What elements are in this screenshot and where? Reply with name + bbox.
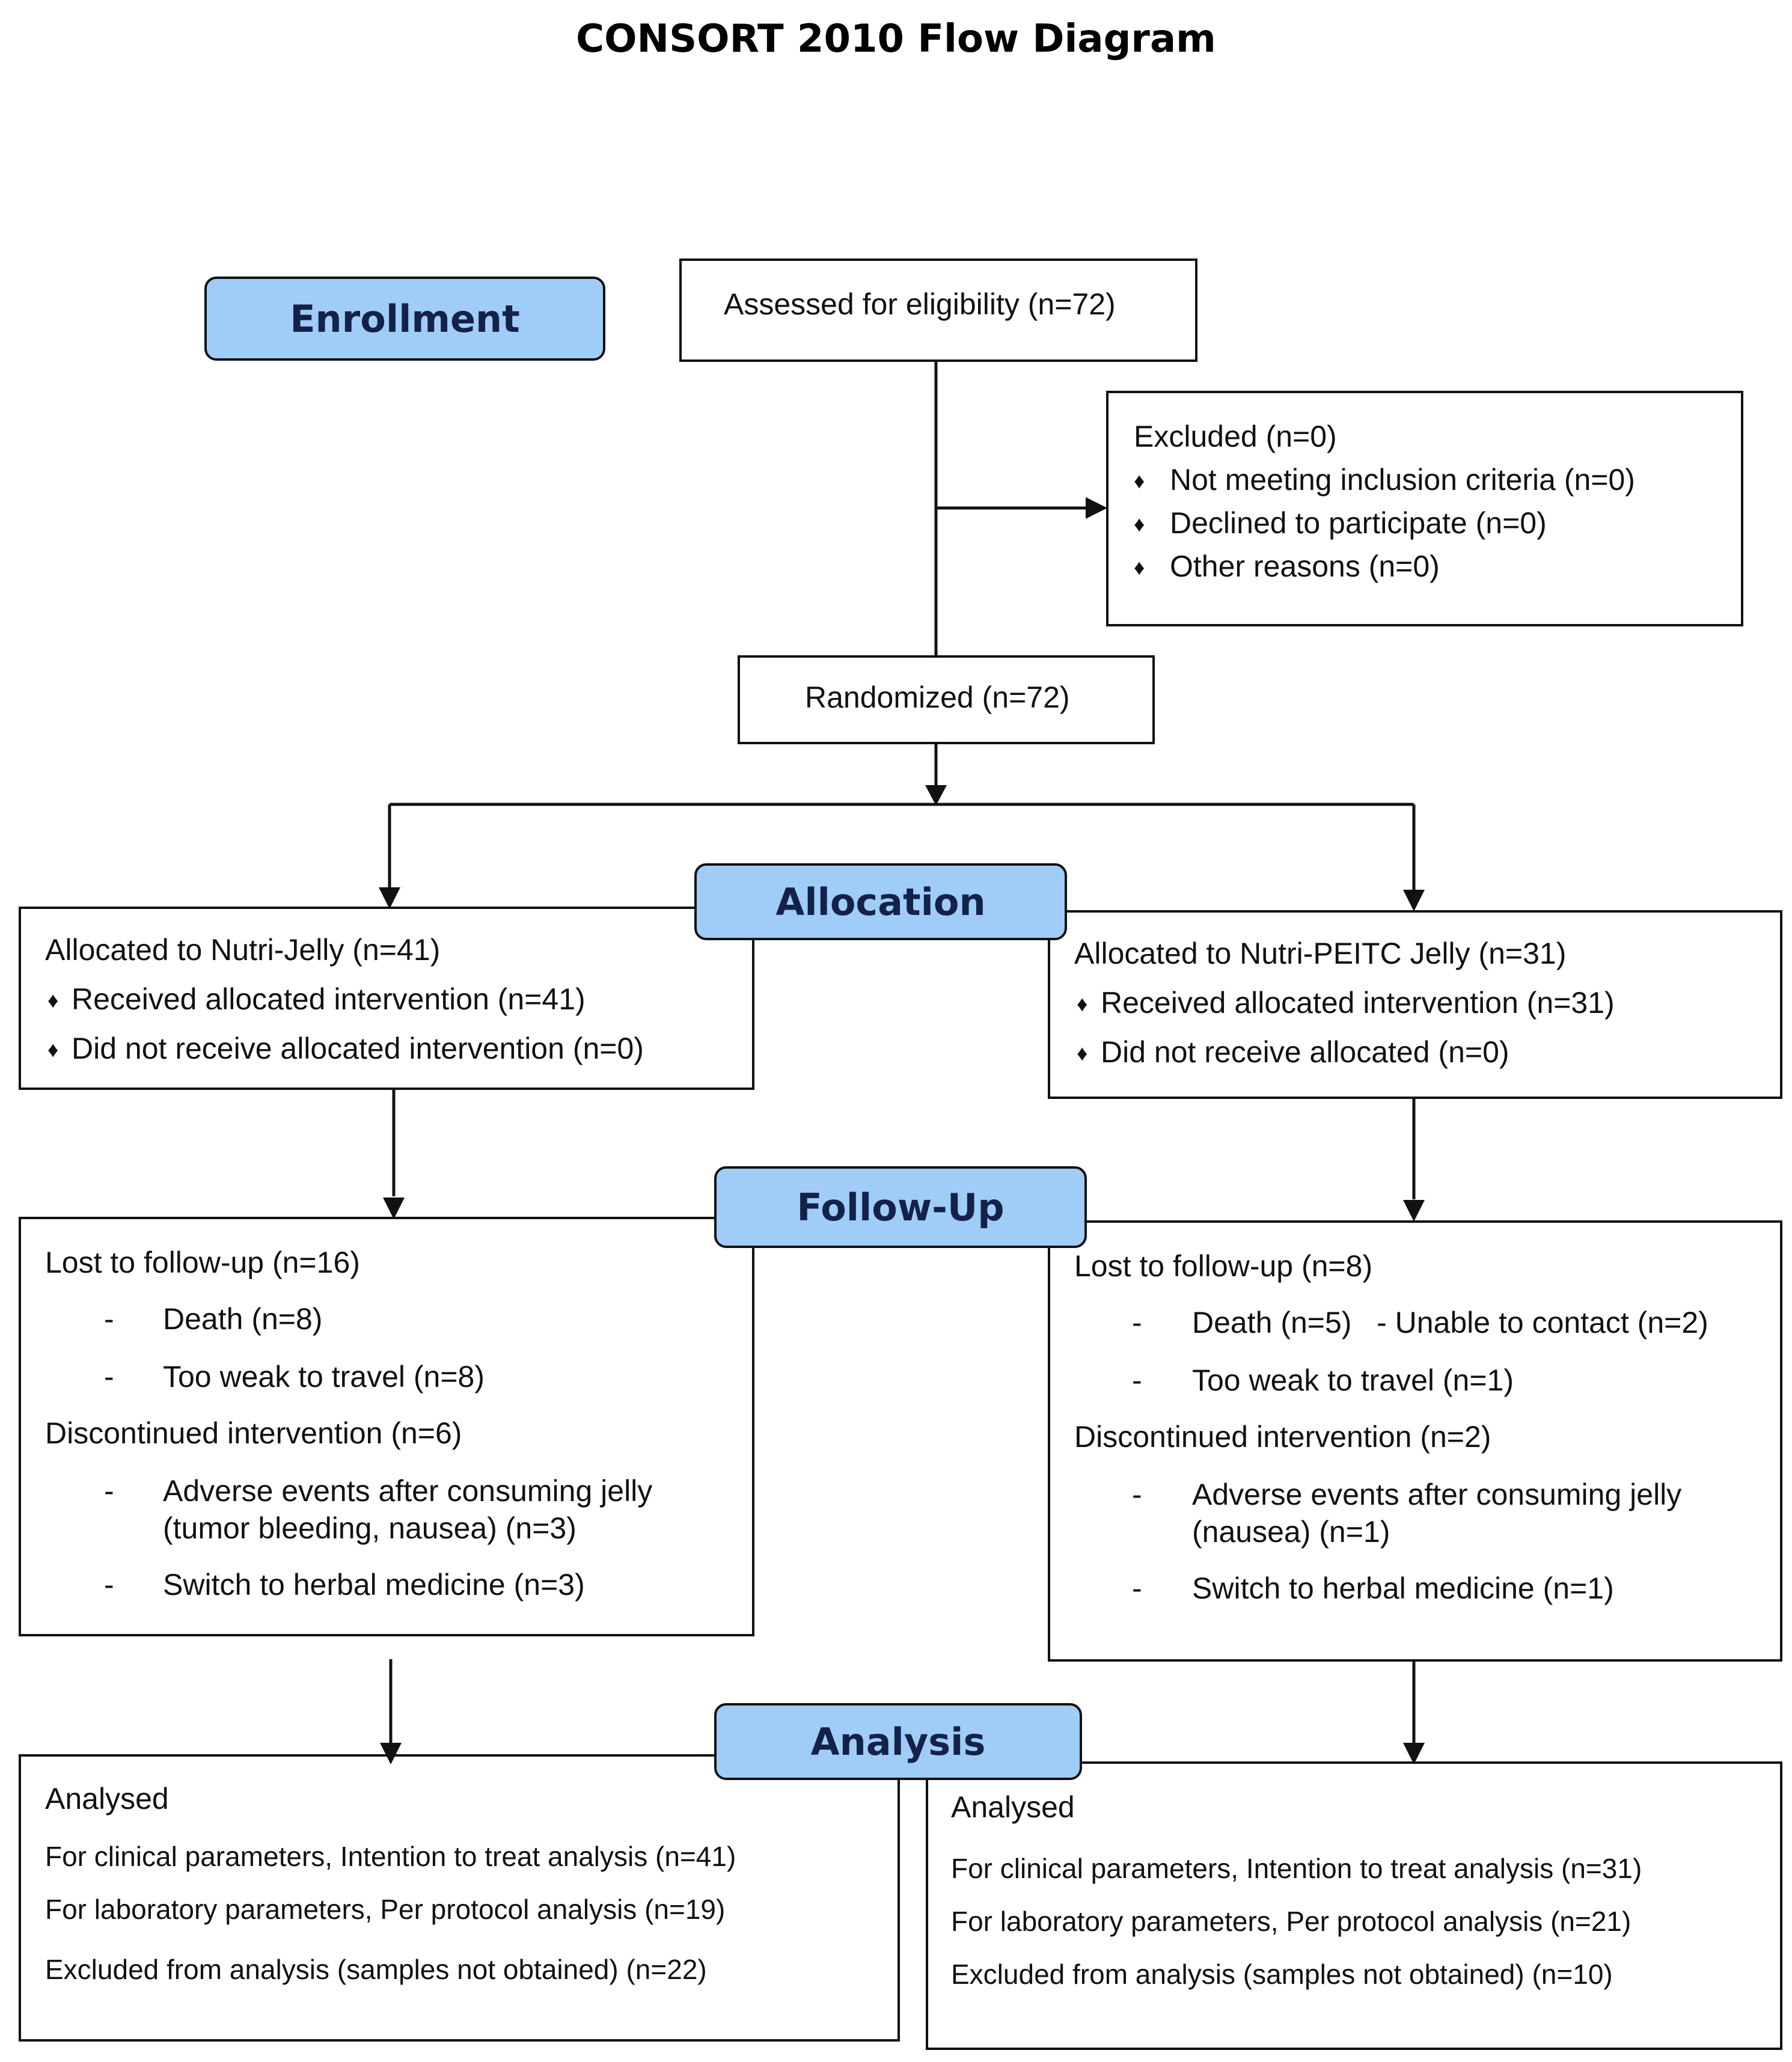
arrowhead-right-follow <box>1403 1200 1425 1222</box>
diagram-title: CONSORT 2010 Flow Diagram <box>576 17 1216 61</box>
stage-analysis: Analysis <box>714 1703 1082 1780</box>
stage-enrollment: Enrollment <box>204 277 605 361</box>
arrowhead-left-analysis <box>380 1743 402 1764</box>
follow-right-lost: Lost to follow-up (n=8) <box>1074 1249 1373 1283</box>
bullet-icon: ♦ <box>1077 1041 1088 1065</box>
excluded-item: Not meeting inclusion criteria (n=0) <box>1170 463 1635 497</box>
follow-left-disc-item-cont: (tumor bleeding, nausea) (n=3) <box>163 1511 576 1545</box>
follow-right-lost-item: Death (n=5) - Unable to contact (n=2) <box>1192 1306 1708 1339</box>
bullet-icon: ♦ <box>47 988 59 1012</box>
stage-enrollment-label: Enrollment <box>290 296 520 341</box>
arrowhead-right-analysis <box>1403 1743 1425 1764</box>
bullet-icon: ♦ <box>1134 555 1145 580</box>
allocation-left-box: Allocated to Nutri-Jelly (n=41) ♦ Receiv… <box>19 907 754 1090</box>
analysis-right-box: Analysed For clinical parameters, Intent… <box>926 1761 1782 2050</box>
assessed-box: Assessed for eligibility (n=72) <box>679 259 1197 362</box>
analysis-left-title: Analysed <box>45 1782 169 1816</box>
follow-left-discontinued: Discontinued intervention (n=6) <box>45 1416 462 1450</box>
dash-marker: - <box>104 1474 114 1508</box>
analysis-right-title: Analysed <box>951 1790 1075 1824</box>
follow-left-disc-item: Adverse events after consuming jelly <box>163 1474 653 1508</box>
assessed-text: Assessed for eligibility (n=72) <box>724 287 1116 321</box>
arrowhead-left-alloc <box>379 887 400 909</box>
bullet-icon: ♦ <box>1134 468 1145 493</box>
follow-right-disc-item: Switch to herbal medicine (n=1) <box>1192 1571 1614 1605</box>
allocation-right-item: Did not receive allocated (n=0) <box>1101 1035 1509 1069</box>
bullet-icon: ♦ <box>1077 991 1088 1016</box>
excluded-title: Excluded (n=0) <box>1134 420 1337 453</box>
follow-up-left-box: Lost to follow-up (n=16) - Death (n=8) -… <box>19 1217 754 1636</box>
analysis-left-item: For laboratory parameters, Per protocol … <box>45 1894 726 1925</box>
excluded-item: Declined to participate (n=0) <box>1170 506 1547 540</box>
allocation-left-item: Received allocated intervention (n=41) <box>72 982 586 1016</box>
analysis-right-item: Excluded from analysis (samples not obta… <box>951 1959 1613 1990</box>
dash-marker: - <box>1132 1363 1142 1397</box>
analysis-left-box: Analysed For clinical parameters, Intent… <box>19 1754 900 2042</box>
analysis-right-item: For laboratory parameters, Per protocol … <box>951 1906 1631 1937</box>
arrowhead-randomized <box>925 785 947 806</box>
excluded-box: Excluded (n=0) ♦ Not meeting inclusion c… <box>1106 391 1743 626</box>
dash-marker: - <box>1132 1306 1142 1339</box>
allocation-right-box: Allocated to Nutri-PEITC Jelly (n=31) ♦ … <box>1048 910 1782 1099</box>
stage-follow-up-label: Follow-Up <box>797 1185 1005 1229</box>
dash-marker: - <box>104 1360 114 1394</box>
follow-up-right-box: Lost to follow-up (n=8) - Death (n=5) - … <box>1048 1220 1782 1662</box>
dash-marker: - <box>1132 1571 1142 1605</box>
analysis-left-item: For clinical parameters, Intention to tr… <box>45 1841 736 1872</box>
allocation-left-title: Allocated to Nutri-Jelly (n=41) <box>45 933 441 967</box>
stage-allocation-label: Allocation <box>775 880 986 924</box>
follow-right-discontinued: Discontinued intervention (n=2) <box>1074 1420 1491 1454</box>
randomized-text: Randomized (n=72) <box>805 681 1070 714</box>
arrowhead-left-follow <box>383 1198 405 1219</box>
stage-follow-up: Follow-Up <box>714 1166 1087 1248</box>
allocation-right-title: Allocated to Nutri-PEITC Jelly (n=31) <box>1074 937 1567 970</box>
follow-right-disc-item: Adverse events after consuming jelly <box>1192 1478 1682 1511</box>
follow-left-lost: Lost to follow-up (n=16) <box>45 1246 360 1279</box>
stage-allocation: Allocation <box>694 863 1067 940</box>
arrowhead-right-alloc <box>1403 890 1425 911</box>
follow-left-lost-item: Too weak to travel (n=8) <box>163 1360 485 1394</box>
analysis-right-item: For clinical parameters, Intention to tr… <box>951 1853 1642 1884</box>
bullet-icon: ♦ <box>47 1037 59 1062</box>
excluded-item: Other reasons (n=0) <box>1170 549 1440 583</box>
analysis-left-item: Excluded from analysis (samples not obta… <box>45 1954 707 1985</box>
dash-marker: - <box>104 1302 114 1336</box>
allocation-right-item: Received allocated intervention (n=31) <box>1101 986 1615 1020</box>
dash-marker: - <box>1132 1478 1142 1511</box>
stage-analysis-label: Analysis <box>810 1719 986 1764</box>
allocation-left-item: Did not receive allocated intervention (… <box>72 1032 644 1065</box>
follow-left-lost-item: Death (n=8) <box>163 1302 323 1336</box>
arrowhead-excluded <box>1086 497 1107 519</box>
follow-right-disc-item-cont: (nausea) (n=1) <box>1192 1515 1390 1549</box>
follow-right-lost-item: Too weak to travel (n=1) <box>1192 1363 1514 1397</box>
randomized-box: Randomized (n=72) <box>738 655 1155 744</box>
dash-marker: - <box>104 1568 114 1602</box>
bullet-icon: ♦ <box>1134 512 1145 536</box>
follow-left-disc-item: Switch to herbal medicine (n=3) <box>163 1568 585 1602</box>
